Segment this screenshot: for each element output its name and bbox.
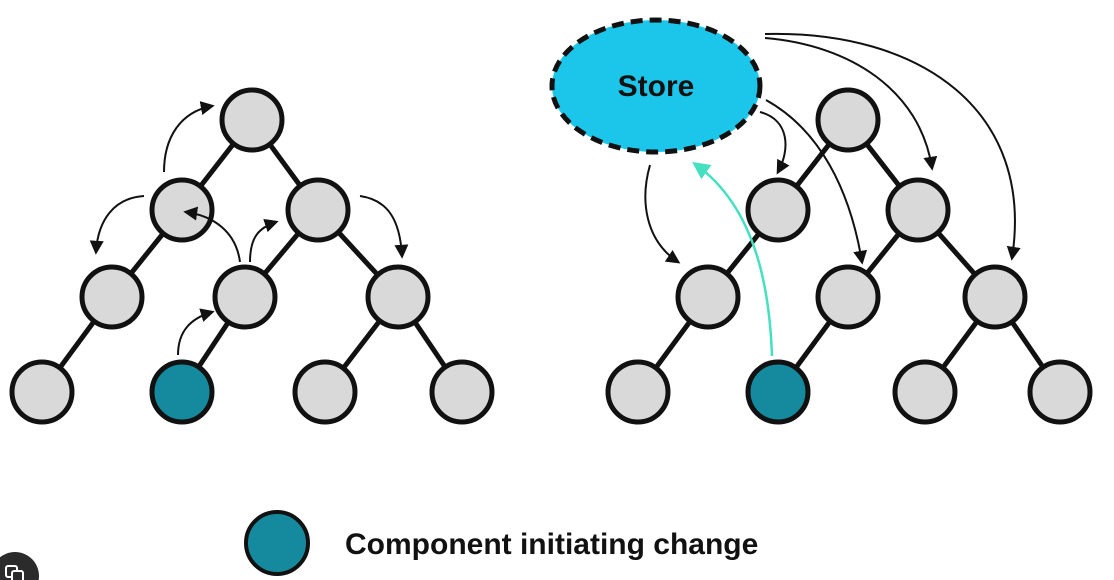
right-tree-nodes	[605, 87, 1093, 425]
left-tree-edges	[39, 117, 465, 395]
store: Store	[549, 17, 763, 155]
left-tree	[9, 87, 495, 425]
arrow	[183, 206, 241, 263]
arrow	[249, 218, 279, 263]
component-node	[815, 87, 881, 153]
component-node	[892, 359, 958, 425]
legend-label: Component initiating change	[345, 528, 758, 561]
component-node	[219, 87, 285, 153]
initiator-node	[745, 359, 811, 425]
arrow	[163, 101, 215, 173]
component-node	[149, 177, 215, 243]
arrow	[644, 164, 681, 264]
right-tree: Store	[549, 17, 1093, 425]
legend: Component initiating change	[244, 510, 758, 576]
arrow	[177, 308, 215, 356]
arrow	[764, 32, 1021, 261]
component-node	[885, 177, 951, 243]
copy-icon[interactable]	[0, 552, 39, 580]
component-node	[9, 359, 75, 425]
component-node	[815, 264, 881, 330]
store-ellipse	[549, 17, 763, 155]
component-node	[605, 359, 671, 425]
arrow	[764, 37, 938, 171]
component-node	[292, 359, 358, 425]
component-node	[285, 177, 351, 243]
arrow	[89, 195, 145, 255]
store-label: Store	[618, 70, 695, 103]
component-node	[79, 264, 145, 330]
arrow	[759, 111, 790, 175]
arrow	[765, 99, 868, 265]
component-node	[365, 264, 431, 330]
store-arrows	[644, 32, 1021, 265]
component-node	[962, 264, 1028, 330]
left-tree-arrows	[89, 101, 409, 356]
legend-swatch	[244, 510, 310, 576]
component-node	[675, 264, 741, 330]
right-tree-edges	[635, 117, 1063, 395]
component-node	[1027, 359, 1093, 425]
initiator-node	[149, 359, 215, 425]
component-node	[745, 177, 811, 243]
arrow	[359, 195, 409, 259]
component-node	[429, 359, 495, 425]
store-update-arrow	[692, 161, 774, 357]
component-node	[212, 264, 278, 330]
left-tree-nodes	[9, 87, 495, 425]
